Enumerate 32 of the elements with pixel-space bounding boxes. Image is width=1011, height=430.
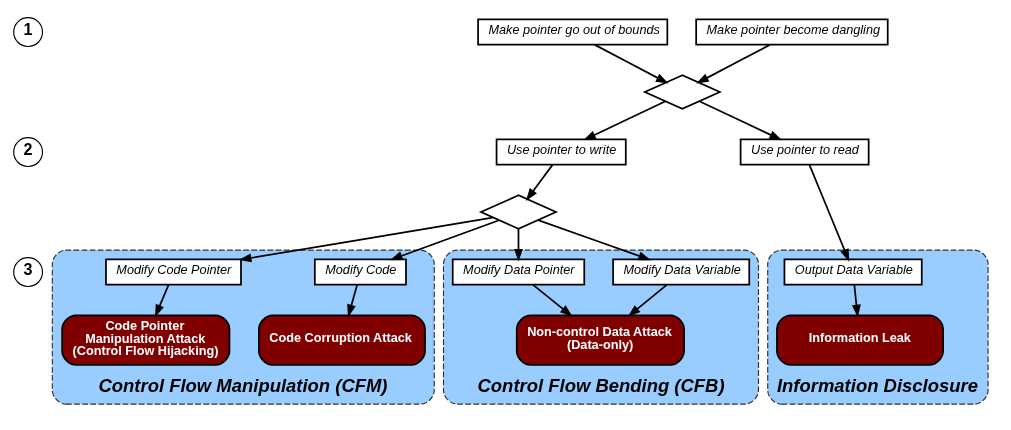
node-box: Use pointer to write <box>495 138 627 166</box>
arrow <box>583 100 666 140</box>
node-box: Non-control Data Attack (Data-only) <box>515 313 685 366</box>
arrow <box>852 283 861 317</box>
arrow <box>808 163 850 262</box>
node-box: Output Data Variable <box>783 258 923 286</box>
arrow <box>347 283 358 317</box>
node-diamond <box>478 193 559 230</box>
node-box: Information Leak <box>776 313 944 366</box>
node-box: Code Pointer Manipulation Attack (Control Flow Hijacking) <box>61 313 231 366</box>
node-circle: 1 <box>13 16 44 47</box>
arrow <box>238 216 494 262</box>
arrow <box>627 283 668 317</box>
node-box: Modify Data Variable <box>612 258 751 286</box>
node-circle: 3 <box>13 256 44 287</box>
node-box: Code Corruption Attack <box>258 313 426 366</box>
arrow <box>696 43 771 84</box>
arrow <box>594 43 669 84</box>
arrow <box>537 218 651 260</box>
arrow <box>389 218 500 260</box>
node-box: Make pointer become dangling <box>695 18 889 46</box>
node-box: Make pointer go out of bounds <box>477 18 669 46</box>
arrow <box>514 227 523 262</box>
node-box: Modify Data Pointer <box>451 258 586 286</box>
arrow <box>525 163 554 201</box>
arrow <box>698 99 783 140</box>
node-box: Use pointer to read <box>739 138 870 166</box>
node-circle: 2 <box>13 136 44 167</box>
node-box: Modify Code <box>313 258 407 286</box>
node-box: Modify Code Pointer <box>105 258 242 286</box>
arrow <box>154 283 170 317</box>
arrow <box>532 283 573 317</box>
